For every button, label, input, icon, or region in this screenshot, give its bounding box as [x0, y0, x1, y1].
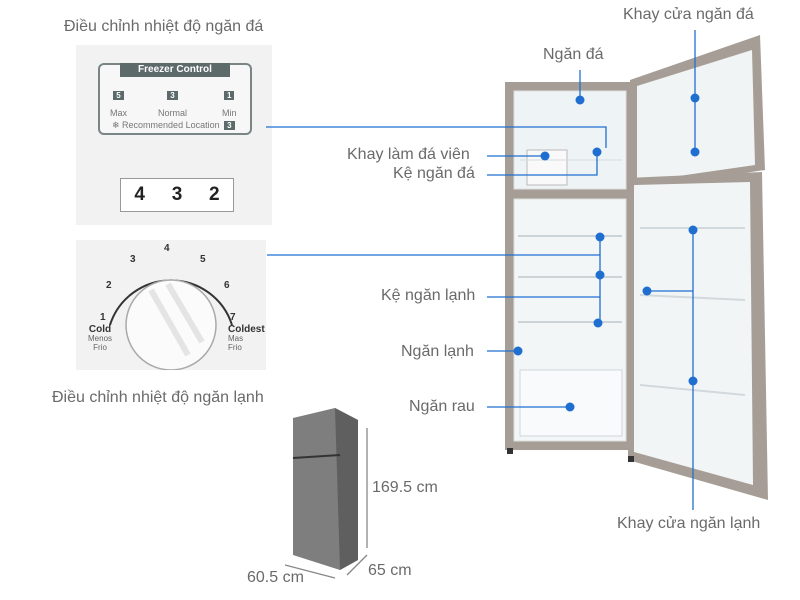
- cold-sub: Menos: [88, 334, 113, 343]
- recommended-number: 3: [224, 121, 235, 130]
- cold-sub: Frio: [93, 343, 107, 352]
- label-ice-tray: Khay làm đá viên: [347, 146, 470, 163]
- max-number: 5: [113, 91, 124, 100]
- normal-label: Normal: [158, 108, 188, 118]
- fridge-door-tray-dot: [688, 376, 698, 386]
- min-number: 1: [224, 91, 235, 100]
- dial-number: 5: [200, 254, 206, 265]
- width-arrow: [284, 564, 336, 579]
- fridge-control-title: Điều chỉnh nhiệt độ ngăn lạnh: [52, 389, 264, 406]
- vegetable-drawer-dot: [565, 402, 575, 412]
- label-freezer-door-tray: Khay cửa ngăn đá: [623, 6, 754, 23]
- fridge-shelf-dot: [593, 318, 603, 328]
- label-fridge-compartment: Ngăn lạnh: [401, 343, 474, 360]
- coldest-sub: Frio: [228, 343, 242, 352]
- cold-label: Cold: [88, 324, 112, 335]
- recommended-label: ❄ Recommended Location: [112, 120, 220, 130]
- max-label: Max: [110, 108, 128, 118]
- label-fridge-shelf: Kệ ngăn lạnh: [381, 287, 476, 304]
- dial-number: 1: [100, 312, 106, 323]
- dial-arc: [109, 279, 233, 370]
- width-dimension: 60.5 cm: [247, 569, 304, 586]
- ice-tray-dot: [540, 151, 550, 161]
- drum-number: 4: [134, 184, 145, 205]
- fridge-compartment-dot: [513, 346, 523, 356]
- min-label: Min: [222, 108, 237, 118]
- fridge-door-tray-dot: [688, 225, 698, 235]
- fridge-door-tray-dot: [642, 286, 652, 296]
- dial-number: 2: [106, 280, 112, 291]
- height-dimension: 169.5 cm: [372, 479, 438, 496]
- freezer-compartment-dot: [575, 95, 585, 105]
- fridge-dial-panel: 1 2 3 4 5 6 7 Cold Menos Frio Coldest Ma…: [76, 240, 266, 370]
- fridge-shelf-dot: [595, 270, 605, 280]
- label-freezer-shelf: Kệ ngăn đá: [393, 165, 475, 182]
- freezer-door-tray-dot: [690, 147, 700, 157]
- depth-arrow: [346, 554, 368, 576]
- dial-number: 4: [164, 243, 170, 254]
- depth-dimension: 65 cm: [368, 562, 412, 579]
- fridge-shelf-dot: [595, 232, 605, 242]
- dial-number: 7: [230, 312, 236, 323]
- freezer-control-title: Điều chỉnh nhiệt độ ngăn đá: [64, 18, 264, 35]
- label-freezer-compartment: Ngăn đá: [543, 46, 604, 63]
- drum-number: 2: [209, 184, 220, 205]
- freezer-dial-drum[interactable]: 4 3 2: [120, 178, 234, 212]
- label-fridge-door-tray: Khay cửa ngăn lạnh: [617, 515, 761, 532]
- dial-number: 3: [130, 254, 136, 265]
- coldest-sub: Mas: [228, 334, 244, 343]
- freezer-shelf-dot: [592, 147, 602, 157]
- drum-number: 3: [171, 184, 183, 205]
- label-vegetable-drawer: Ngăn rau: [409, 398, 475, 415]
- dial-number: 6: [224, 280, 230, 291]
- freezer-control-label: Freezer Control: [120, 63, 230, 77]
- freezer-door-tray-dot: [690, 93, 700, 103]
- normal-number: 3: [167, 91, 178, 100]
- coldest-label: Coldest: [228, 324, 265, 335]
